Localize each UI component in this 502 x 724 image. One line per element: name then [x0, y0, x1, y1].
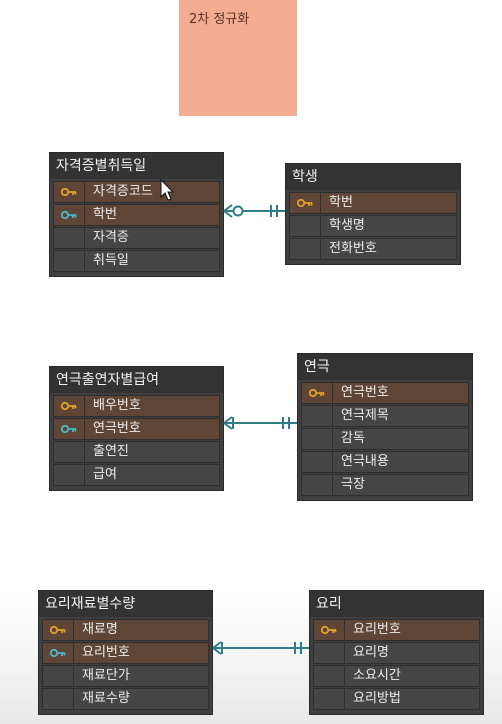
attribute-row[interactable]: 요리번호 — [42, 642, 209, 664]
attribute-name: 감독 — [341, 431, 365, 446]
primary-key-icon — [54, 182, 85, 202]
attribute-row[interactable]: 배우번호 — [53, 395, 220, 417]
entity-recipe-ingredient-quantity[interactable]: 요리재료별수량 재료명 요리번호 재료단가 재료수량 — [38, 590, 213, 715]
entity-student[interactable]: 학생 학번 학생명 전화번호 — [285, 163, 461, 265]
attribute-name: 배우번호 — [93, 398, 141, 413]
attribute-name: 취득일 — [93, 253, 129, 268]
attribute-name: 재료수량 — [82, 691, 130, 706]
entity-title: 연극출연자별급여 — [50, 367, 223, 393]
attribute-name: 연극내용 — [341, 454, 389, 469]
attribute-row[interactable]: 자격증코드 — [53, 181, 220, 203]
primary-key-icon — [43, 620, 74, 640]
primary-key-icon — [302, 383, 333, 403]
attribute-name: 출연진 — [93, 444, 129, 459]
entity-title: 요리재료별수량 — [39, 591, 212, 617]
attribute-row[interactable]: 취득일 — [53, 250, 220, 272]
attribute-name: 재료명 — [82, 622, 118, 637]
attribute-row[interactable]: 소요시간 — [313, 665, 480, 687]
attribute-name: 급여 — [93, 467, 117, 482]
entity-title: 학생 — [286, 164, 460, 190]
attribute-name: 요리번호 — [353, 622, 401, 637]
attribute-name: 연극번호 — [341, 385, 389, 400]
attribute-name: 자격증 — [93, 230, 129, 245]
attribute-row[interactable]: 요리명 — [313, 642, 480, 664]
relationship-certificate-student[interactable] — [223, 204, 285, 218]
attribute-name: 학번 — [93, 207, 117, 222]
attribute-name: 소요시간 — [353, 668, 401, 683]
attribute-name: 재료단가 — [82, 668, 130, 683]
attribute-row[interactable]: 출연진 — [53, 441, 220, 463]
entity-play[interactable]: 연극 연극번호 연극제목 감독 연극내용 극장 — [297, 353, 473, 501]
attribute-row[interactable]: 학생명 — [289, 215, 457, 237]
primary-key-icon — [54, 396, 85, 416]
attribute-name: 요리명 — [353, 645, 389, 660]
relationship-cast-play[interactable] — [223, 416, 297, 430]
entity-play-cast-salary[interactable]: 연극출연자별급여 배우번호 연극번호 출연진 급여 — [49, 366, 224, 491]
attribute-row[interactable]: 자격증 — [53, 227, 220, 249]
attribute-name: 요리방법 — [353, 691, 401, 706]
attribute-row[interactable]: 극장 — [301, 474, 469, 496]
foreign-key-icon — [54, 205, 85, 225]
attribute-name: 전화번호 — [329, 241, 377, 256]
attribute-row[interactable]: 재료단가 — [42, 665, 209, 687]
sticky-note[interactable]: 2차 정규화 — [179, 0, 297, 116]
attribute-row[interactable]: 연극번호 — [301, 382, 469, 404]
attribute-row[interactable]: 요리방법 — [313, 688, 480, 710]
attribute-row[interactable]: 재료수량 — [42, 688, 209, 710]
foreign-key-icon — [54, 419, 85, 439]
entity-certificate-acquisition[interactable]: 자격증별취득일 자격증코드 학번 자격증 취득일 — [49, 152, 224, 277]
attribute-row[interactable]: 연극내용 — [301, 451, 469, 473]
entity-title: 요리 — [310, 591, 483, 617]
attribute-row[interactable]: 학번 — [289, 192, 457, 214]
attribute-row[interactable]: 재료명 — [42, 619, 209, 641]
relationship-ingredient-recipe[interactable] — [212, 641, 309, 655]
foreign-key-icon — [43, 643, 74, 663]
primary-key-icon — [314, 620, 345, 640]
primary-key-icon — [290, 193, 321, 213]
attribute-name: 요리번호 — [82, 645, 130, 660]
mouse-pointer-icon — [160, 178, 175, 201]
entity-recipe[interactable]: 요리 요리번호 요리명 소요시간 요리방법 — [309, 590, 484, 715]
attribute-row[interactable]: 전화번호 — [289, 238, 457, 260]
attribute-row[interactable]: 학번 — [53, 204, 220, 226]
attribute-row[interactable]: 급여 — [53, 464, 220, 486]
attribute-name: 자격증코드 — [93, 184, 153, 199]
attribute-row[interactable]: 연극번호 — [53, 418, 220, 440]
attribute-name: 연극번호 — [93, 421, 141, 436]
attribute-name: 극장 — [341, 477, 365, 492]
attribute-row[interactable]: 요리번호 — [313, 619, 480, 641]
attribute-name: 학번 — [329, 195, 353, 210]
attribute-row[interactable]: 연극제목 — [301, 405, 469, 427]
entity-title: 연극 — [298, 354, 472, 380]
entity-title: 자격증별취득일 — [50, 153, 223, 179]
note-text: 2차 정규화 — [189, 12, 250, 27]
attribute-row[interactable]: 감독 — [301, 428, 469, 450]
attribute-name: 학생명 — [329, 218, 365, 233]
attribute-name: 연극제목 — [341, 408, 389, 423]
